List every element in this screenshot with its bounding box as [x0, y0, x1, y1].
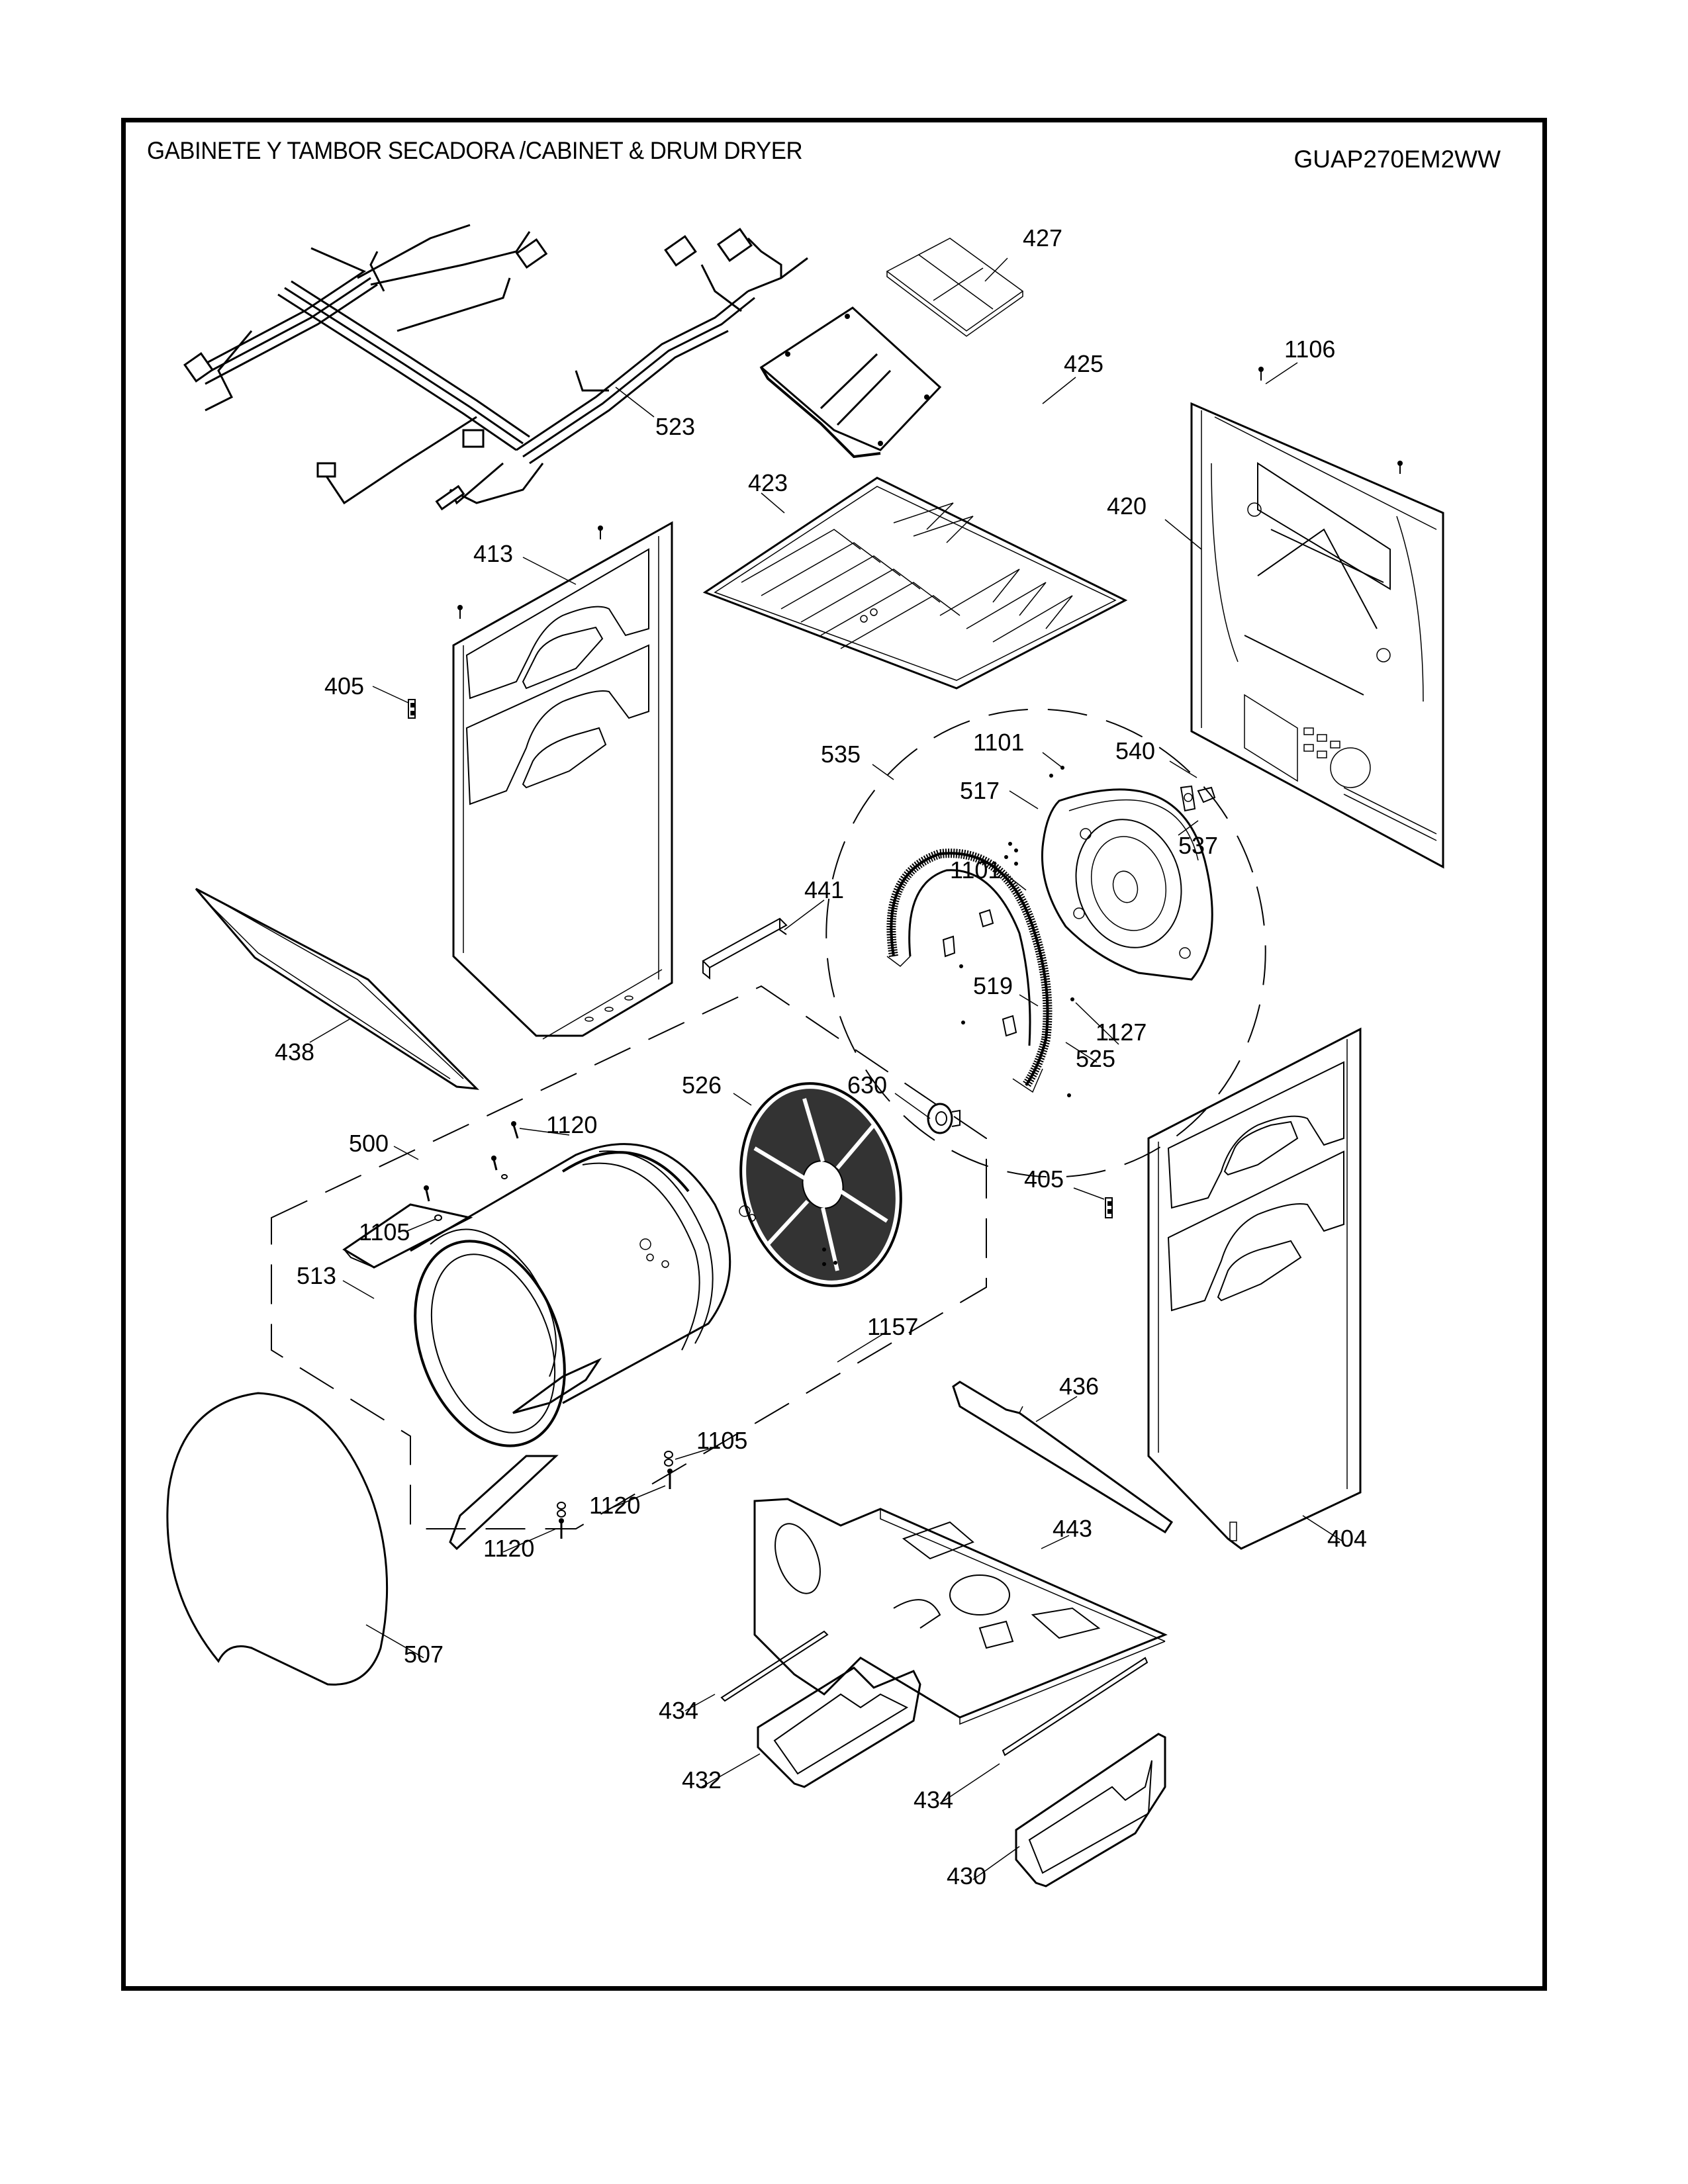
part-425-top-cover[interactable] — [759, 306, 942, 459]
label-430[interactable]: 430 — [947, 1862, 986, 1889]
label-525[interactable]: 525 — [1076, 1045, 1115, 1072]
label-436[interactable]: 436 — [1059, 1373, 1099, 1400]
part-500-drum[interactable] — [389, 1143, 756, 1467]
part-405-clip-right[interactable] — [1105, 1197, 1113, 1218]
part-413-side-panel-left[interactable] — [452, 521, 673, 1040]
label-1127[interactable]: 1127 — [1096, 1019, 1147, 1046]
label-427[interactable]: 427 — [1023, 224, 1062, 251]
part-413-screws[interactable] — [457, 525, 603, 619]
part-1120-bolt-bottom[interactable] — [557, 1502, 566, 1539]
label-500[interactable]: 500 — [349, 1130, 389, 1157]
part-441-bracket[interactable] — [702, 917, 788, 980]
part-434-strip-left[interactable] — [720, 1630, 829, 1702]
label-1105-top[interactable]: 1105 — [359, 1218, 410, 1246]
part-513-drum-baffle-lower[interactable] — [449, 1455, 559, 1551]
leader-lines — [309, 257, 1344, 1880]
part-434-strip-right[interactable] — [1002, 1657, 1149, 1756]
part-537-thermal-fuse[interactable] — [1180, 785, 1196, 812]
label-1157[interactable]: 1157 — [867, 1313, 918, 1340]
part-427-filter-panel[interactable] — [886, 238, 1024, 337]
label-1101-mid[interactable]: 1101 — [950, 856, 1001, 884]
label-432[interactable]: 432 — [682, 1766, 722, 1794]
label-513[interactable]: 513 — [297, 1262, 336, 1289]
label-1120-top[interactable]: 1120 — [546, 1111, 597, 1138]
label-523[interactable]: 523 — [655, 413, 695, 440]
part-526-drum-rear-screen[interactable] — [719, 1066, 923, 1304]
part-420-rear-panel[interactable] — [1190, 402, 1444, 869]
label-405-right[interactable]: 405 — [1024, 1165, 1064, 1193]
part-436-front-brace[interactable] — [952, 1381, 1174, 1534]
part-523-wire-harness[interactable] — [183, 224, 808, 511]
label-517[interactable]: 517 — [960, 777, 1000, 804]
label-404[interactable]: 404 — [1327, 1525, 1367, 1552]
part-labels: 427 425 1106 523 423 420 413 405 535 110… — [275, 224, 1367, 1889]
part-525-heating-element[interactable] — [886, 848, 1053, 1093]
label-526[interactable]: 526 — [682, 1071, 722, 1099]
part-1101-screws[interactable] — [1004, 766, 1064, 866]
label-405-left[interactable]: 405 — [324, 672, 364, 700]
part-430-bottom-cover-right[interactable] — [1015, 1733, 1166, 1888]
label-537[interactable]: 537 — [1178, 832, 1218, 859]
part-443-base-frame[interactable] — [753, 1498, 1168, 1725]
part-1105-washer-bottom[interactable] — [664, 1451, 673, 1467]
part-1106-screw[interactable] — [1258, 367, 1403, 474]
part-438-base-panel[interactable] — [195, 887, 480, 1090]
part-432-bottom-cover-left[interactable] — [757, 1666, 921, 1788]
part-1120-bolt-mid[interactable] — [667, 1469, 673, 1489]
label-1105-bottom[interactable]: 1105 — [696, 1427, 747, 1454]
part-405-clip-left[interactable] — [408, 699, 416, 719]
label-443[interactable]: 443 — [1053, 1515, 1092, 1542]
part-540-thermostat[interactable] — [1197, 786, 1216, 803]
part-1127-screw[interactable] — [959, 964, 1074, 1097]
part-1157-screw[interactable] — [822, 1248, 837, 1266]
part-404-side-panel-right[interactable] — [1147, 1027, 1362, 1550]
part-500-drum-boundary — [271, 985, 987, 1529]
part-519-terminal[interactable] — [942, 909, 1017, 1037]
part-1120-bolt-top[interactable] — [424, 1121, 519, 1202]
label-630[interactable]: 630 — [847, 1071, 887, 1099]
label-540[interactable]: 540 — [1115, 737, 1155, 764]
part-630-drum-bearing[interactable] — [927, 1103, 961, 1134]
diagram-title: GABINETE Y TAMBOR SECADORA /CABINET & DR… — [147, 137, 803, 164]
part-423-top-panel[interactable] — [702, 477, 1128, 690]
label-425[interactable]: 425 — [1064, 350, 1103, 377]
label-507[interactable]: 507 — [404, 1641, 444, 1668]
model-number: GUAP270EM2WW — [1293, 146, 1501, 173]
part-513-drum-baffle-inner[interactable] — [512, 1357, 602, 1414]
label-1106[interactable]: 1106 — [1284, 336, 1335, 363]
part-517-heater-duct[interactable] — [1041, 788, 1213, 981]
part-507-drum-felt-seal[interactable] — [166, 1392, 389, 1686]
label-420[interactable]: 420 — [1107, 492, 1147, 520]
label-413[interactable]: 413 — [473, 540, 513, 567]
label-1101-top[interactable]: 1101 — [973, 729, 1024, 756]
part-1105-washer-top[interactable] — [434, 1174, 508, 1221]
part-535-heater-assembly-boundary — [825, 708, 1266, 1178]
label-438[interactable]: 438 — [275, 1038, 314, 1066]
label-434-left[interactable]: 434 — [659, 1697, 698, 1724]
label-423[interactable]: 423 — [748, 469, 788, 496]
diagram-border — [121, 118, 1547, 1991]
label-1120-bottom[interactable]: 1120 — [483, 1535, 534, 1562]
label-441[interactable]: 441 — [804, 876, 844, 903]
label-434-right[interactable]: 434 — [914, 1786, 953, 1813]
part-513-drum-baffle[interactable] — [342, 1203, 473, 1269]
label-1120-mid[interactable]: 1120 — [589, 1492, 640, 1519]
label-535[interactable]: 535 — [821, 741, 861, 768]
label-519[interactable]: 519 — [973, 972, 1013, 999]
